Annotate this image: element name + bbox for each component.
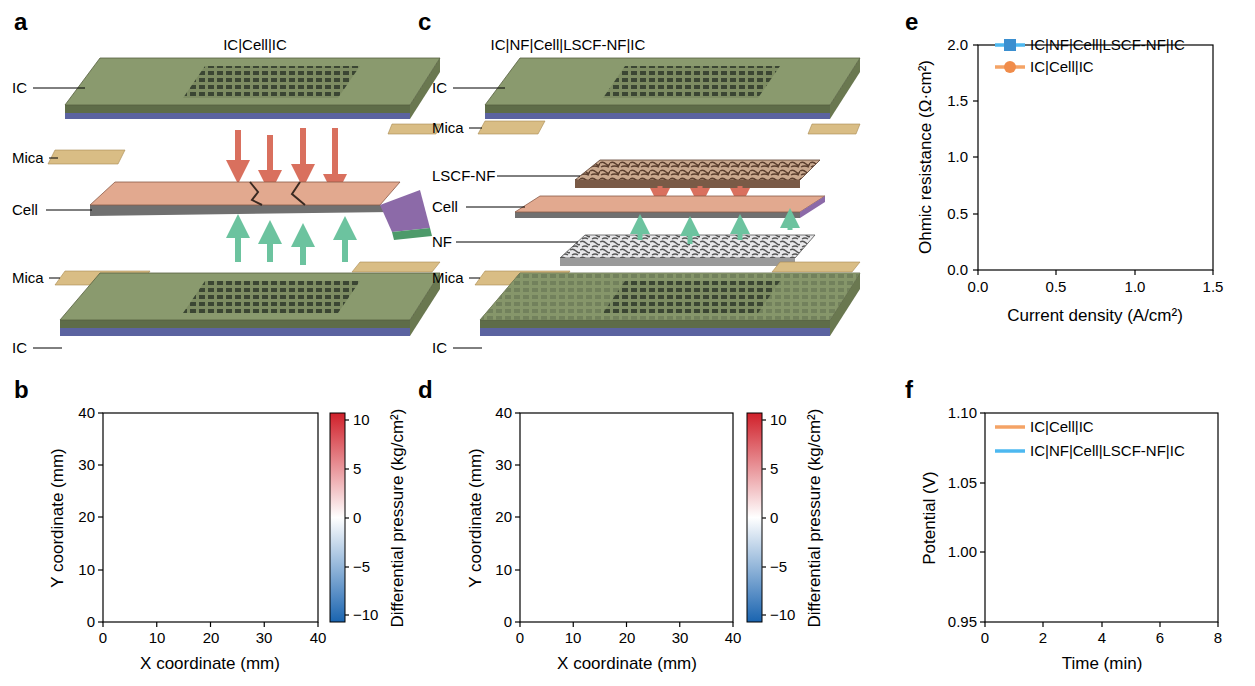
legend-entry: IC|Cell|IC <box>994 58 1094 75</box>
text-label: −10 <box>770 607 795 624</box>
text-label: 40 <box>78 405 95 422</box>
text-label: 40 <box>310 630 327 647</box>
text-label: 0.5 <box>947 206 968 223</box>
text-label: 0 <box>504 614 512 631</box>
text-label: Cell <box>12 202 38 219</box>
legend-sample <box>994 420 1026 434</box>
axis-title: Differential pressure (kg/cm²) <box>806 409 825 628</box>
text-label: 40 <box>725 630 742 647</box>
text-label: −5 <box>770 559 787 576</box>
panel-letter: b <box>14 377 29 403</box>
legend-entry: IC|Cell|IC <box>994 418 1094 435</box>
legend-text: IC|Cell|IC <box>1030 58 1094 75</box>
text-label: IC|Cell|IC <box>223 37 287 54</box>
panel-letter: f <box>905 377 913 403</box>
axis-title: Y coordinate (mm) <box>49 448 68 588</box>
axis-title: Potential (V) <box>921 471 940 565</box>
text-label: 2.0 <box>947 37 968 54</box>
text-label: 30 <box>256 630 273 647</box>
text-label: Mica <box>432 270 464 287</box>
legend-text: IC|NF|Cell|LSCF-NF|IC <box>1030 36 1185 53</box>
legend-sample <box>994 444 1026 458</box>
text-label: 1.10 <box>948 405 977 422</box>
text-label: 20 <box>619 630 636 647</box>
panel-letter: a <box>14 9 27 35</box>
text-label: 5 <box>353 461 361 478</box>
panel-letter: c <box>418 9 431 35</box>
text-label: X coordinate (mm) <box>557 655 697 674</box>
text-label: 0 <box>87 614 95 631</box>
panel-letter: e <box>905 9 918 35</box>
legend-entry: IC|NF|Cell|LSCF-NF|IC <box>994 36 1185 53</box>
text-label: Mica <box>12 150 44 167</box>
text-label: LSCF-NF <box>432 168 495 185</box>
stack-c <box>475 58 860 336</box>
legend-text: IC|Cell|IC <box>1030 418 1094 435</box>
axis-title: Ohmic resistance (Ω·cm²) <box>917 60 936 254</box>
text-label: −5 <box>353 559 370 576</box>
text-label: 20 <box>495 509 512 526</box>
text-label: IC <box>432 80 447 97</box>
text-label: 10 <box>78 562 95 579</box>
legend-sample <box>994 60 1026 74</box>
text-label: 20 <box>78 509 95 526</box>
text-label: 5 <box>770 461 778 478</box>
text-label: 1.00 <box>948 544 977 561</box>
text-label: 30 <box>78 457 95 474</box>
text-label: 0 <box>981 630 989 647</box>
text-label: 0.95 <box>948 614 977 631</box>
text-label: Time (min) <box>1062 655 1143 674</box>
legend-entry: IC|NF|Cell|LSCF-NF|IC <box>994 442 1185 459</box>
text-label: 10 <box>353 412 370 429</box>
axes-frames <box>103 45 1218 622</box>
text-label: 40 <box>495 405 512 422</box>
axis-title: Differential pressure (kg/cm²) <box>389 409 408 628</box>
text-label: −10 <box>353 607 378 624</box>
text-label: Mica <box>12 270 44 287</box>
legend-sample <box>994 38 1026 52</box>
text-label: IC|NF|Cell|LSCF-NF|IC <box>491 37 646 54</box>
text-label: 8 <box>1214 630 1222 647</box>
text-label: Current density (A/cm²) <box>1007 307 1183 326</box>
text-label: 10 <box>495 562 512 579</box>
leader-lines <box>33 88 580 348</box>
text-label: 20 <box>203 630 220 647</box>
text-label: 0 <box>516 630 524 647</box>
tick-marks <box>98 45 1218 627</box>
text-label: 10 <box>770 412 787 429</box>
text-label: 1.5 <box>1203 279 1224 296</box>
stack-a <box>48 58 440 336</box>
text-label: 0 <box>353 510 361 527</box>
text-label: 1.0 <box>947 149 968 166</box>
text-label: IC <box>12 80 27 97</box>
text-label: 0 <box>99 630 107 647</box>
axis-title: Y coordinate (mm) <box>467 448 486 588</box>
text-label: 2 <box>1039 630 1047 647</box>
text-label: 6 <box>1156 630 1164 647</box>
text-label: 1.05 <box>948 475 977 492</box>
text-label: 0.0 <box>947 262 968 279</box>
legend-text: IC|NF|Cell|LSCF-NF|IC <box>1030 442 1185 459</box>
text-label: IC <box>12 340 27 357</box>
text-label: 0.5 <box>1046 279 1067 296</box>
text-label: 0.0 <box>968 279 989 296</box>
text-label: 4 <box>1098 630 1106 647</box>
text-label: 1.5 <box>947 93 968 110</box>
text-label: 10 <box>565 630 582 647</box>
colorbar <box>747 413 762 622</box>
text-label: 30 <box>672 630 689 647</box>
panel-letter: d <box>418 377 433 403</box>
text-label: 10 <box>149 630 166 647</box>
text-label: X coordinate (mm) <box>140 655 280 674</box>
text-label: NF <box>432 234 452 251</box>
text-label: IC <box>432 340 447 357</box>
text-label: 30 <box>495 457 512 474</box>
colorbar <box>330 413 345 622</box>
text-label: 0 <box>770 510 778 527</box>
text-label: Mica <box>432 120 464 137</box>
text-label: Cell <box>432 199 458 216</box>
text-label: 1.0 <box>1125 279 1146 296</box>
